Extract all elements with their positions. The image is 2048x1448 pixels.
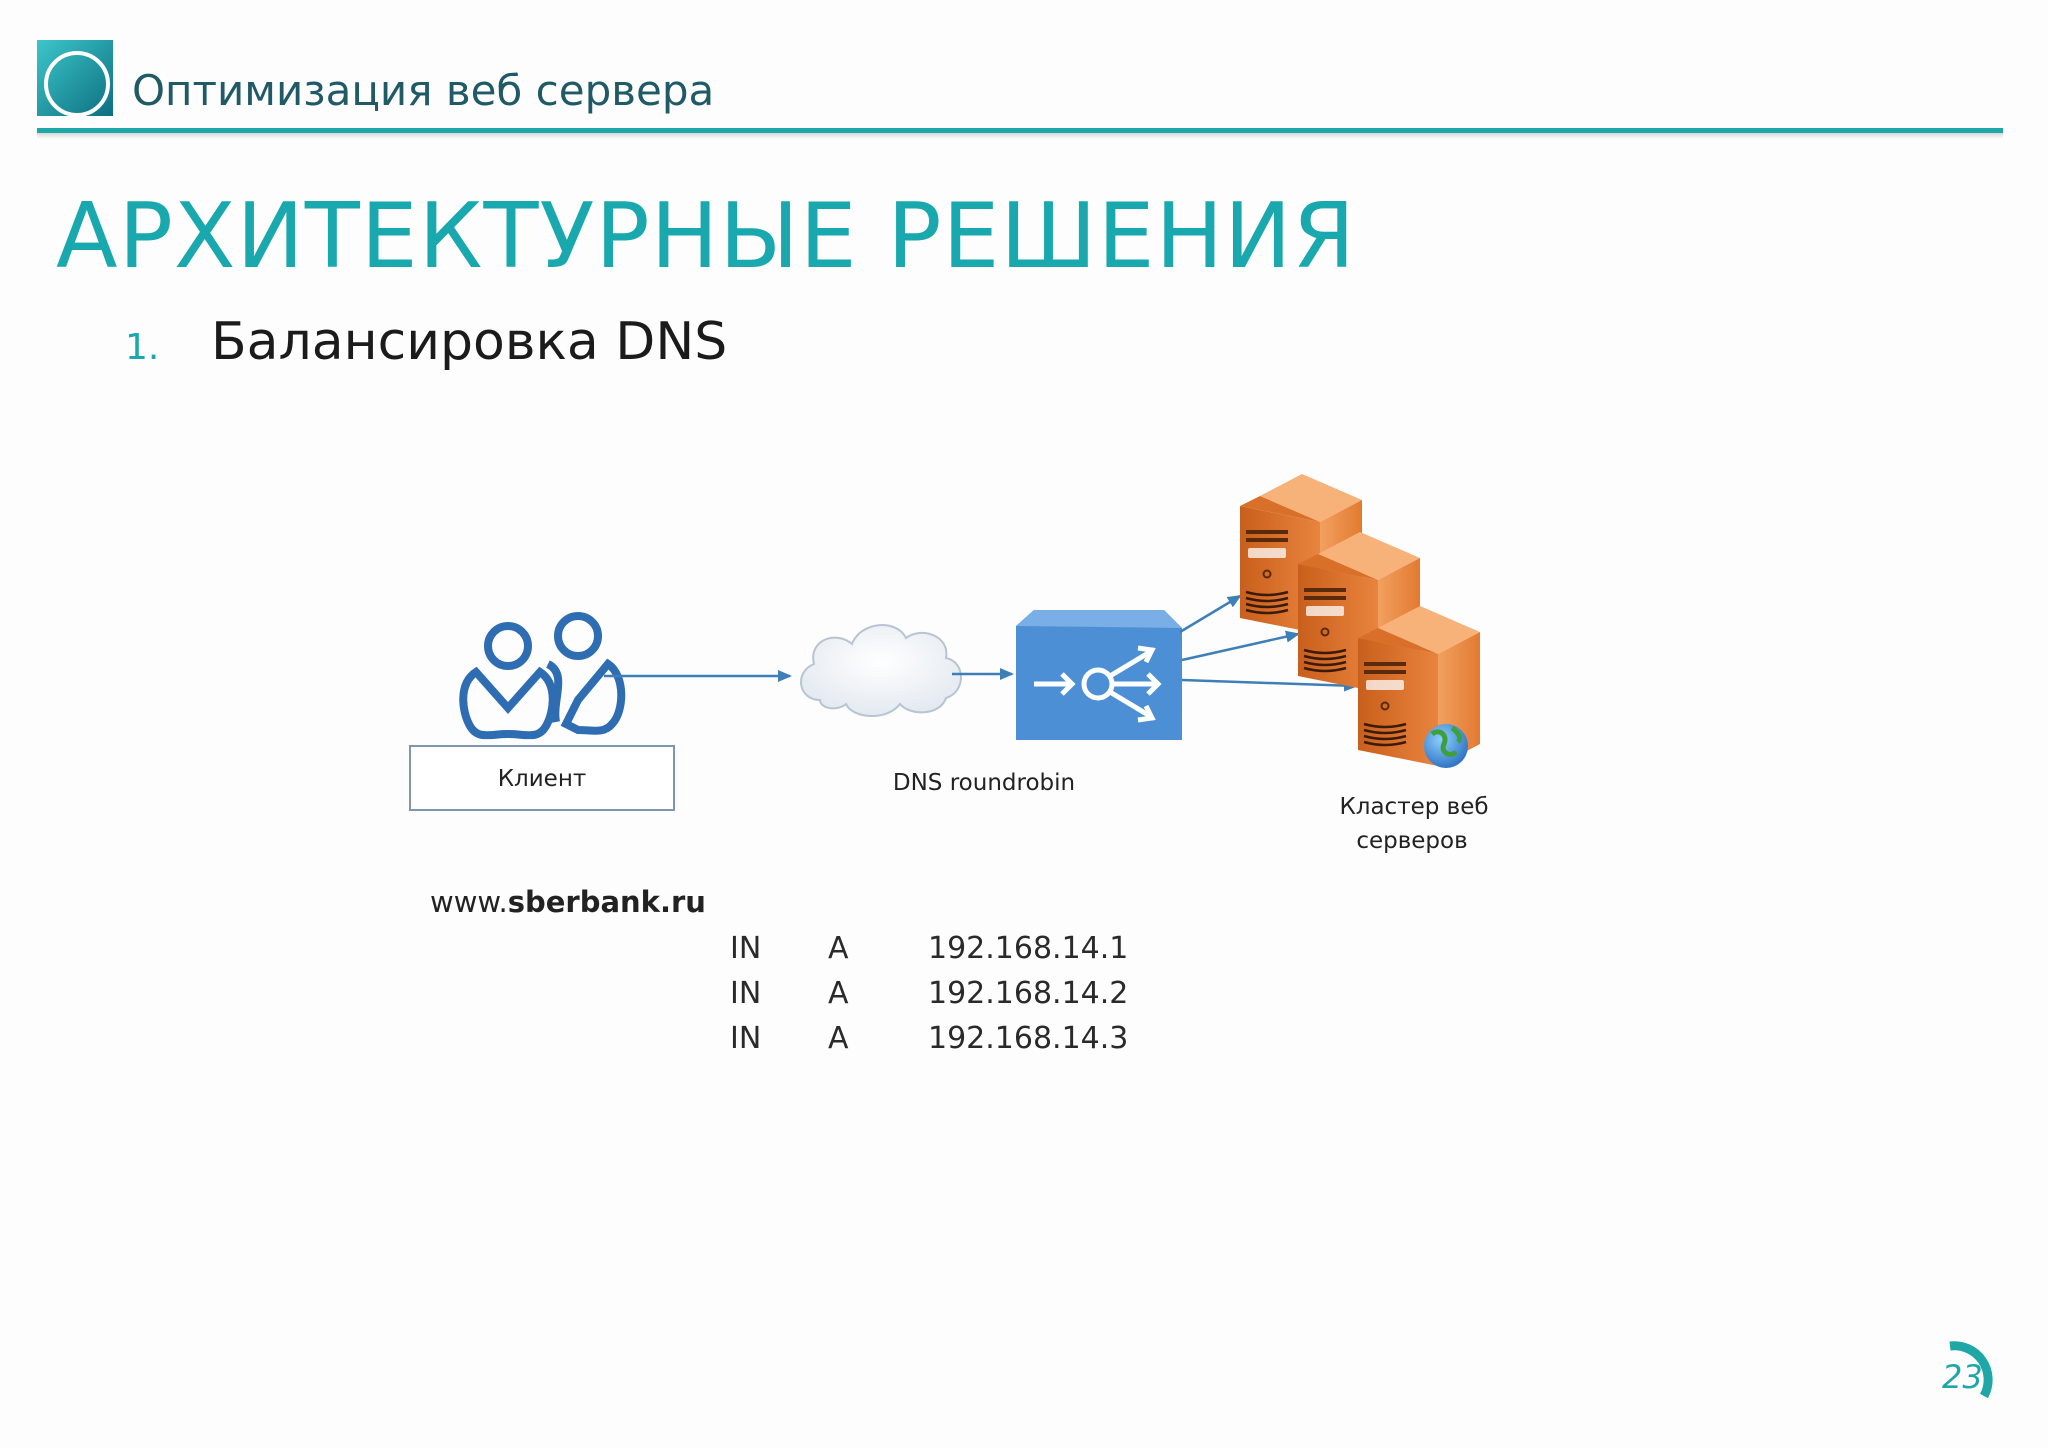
- server-icon: [1296, 530, 1422, 694]
- list-item: 1. Балансировка DNS: [125, 312, 727, 372]
- logo-icon: [37, 40, 113, 116]
- header-divider: [37, 128, 2003, 133]
- header-divider-shadow: [37, 133, 2003, 139]
- record-type: A: [828, 931, 849, 966]
- domain-name: www.sberbank.ru: [430, 885, 706, 919]
- dns-records-table: IN A 192.168.14.1 IN A 192.168.14.2 IN A…: [730, 931, 1128, 1056]
- list-number: 1.: [125, 327, 160, 368]
- dns-label: DNS roundrobin: [893, 770, 1075, 796]
- client-label: Клиент: [498, 766, 587, 792]
- balancer-to-server-1: [1179, 594, 1242, 634]
- balancer-to-server-3: [1181, 678, 1358, 692]
- client-icon: [459, 612, 626, 740]
- domain-main: sberbank.ru: [508, 885, 706, 919]
- record-address: 192.168.14.2: [928, 976, 1128, 1011]
- record-type: A: [828, 1021, 849, 1056]
- domain-prefix: www.: [430, 885, 508, 919]
- record-type: A: [828, 976, 849, 1011]
- server-icon: [1356, 604, 1482, 768]
- record-address: 192.168.14.1: [928, 931, 1128, 966]
- record-class: IN: [730, 1021, 761, 1056]
- load-balancer-icon: [1016, 610, 1182, 740]
- globe-icon: [1424, 724, 1468, 768]
- record-address: 192.168.14.3: [928, 1021, 1128, 1056]
- record-class: IN: [730, 931, 761, 966]
- cluster-label-line2: серверов: [1356, 828, 1467, 854]
- balancer-to-server-2: [1181, 630, 1300, 662]
- page-number-arc-icon: [1949, 1341, 1993, 1399]
- server-icon: [1238, 472, 1364, 636]
- cloud-icon: [800, 624, 962, 718]
- list-text: Балансировка DNS: [211, 312, 728, 372]
- header-title: Оптимизация веб сервера: [132, 66, 715, 115]
- page-number: 23: [1942, 1358, 1983, 1396]
- cluster-label-line1: Кластер веб: [1339, 794, 1488, 820]
- record-class: IN: [730, 976, 761, 1011]
- slide-title: АРХИТЕКТУРНЫЕ РЕШЕНИЯ: [56, 184, 1356, 289]
- client-label-box: [409, 745, 675, 811]
